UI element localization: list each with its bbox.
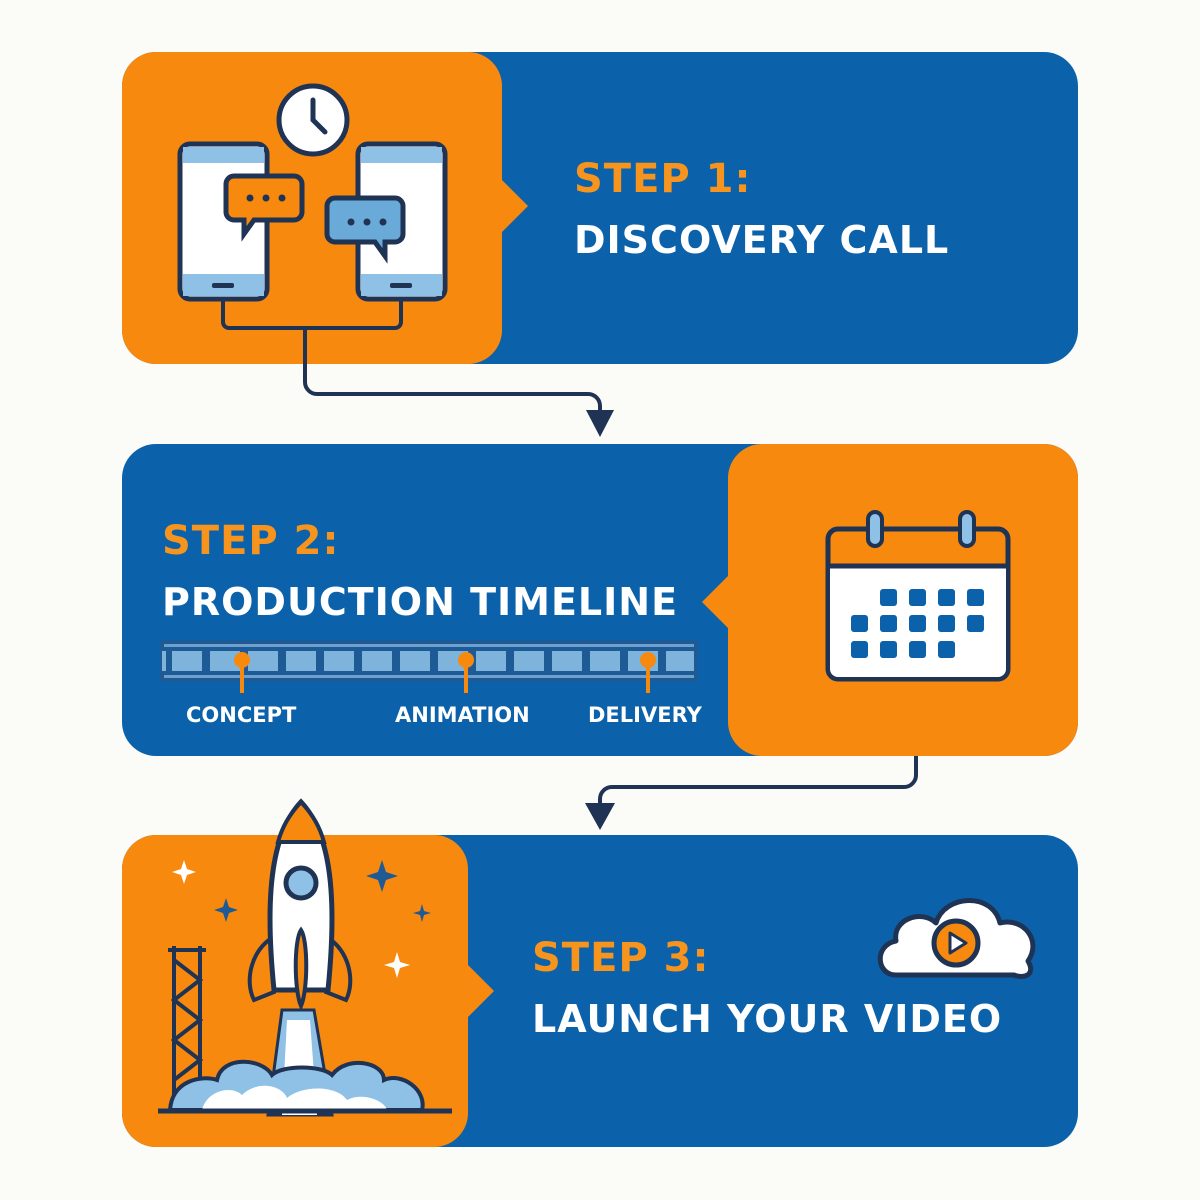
- step-2-title: PRODUCTION TIMELINE: [162, 580, 679, 624]
- step-2-pointer: [702, 574, 730, 630]
- step-3-card: STEP 3: LAUNCH YOUR VIDEO: [122, 798, 1078, 1147]
- step-2-card: STEP 2: PRODUCTION TIMELINE CONCEPT ANIM…: [122, 444, 1078, 756]
- step-1-title: DISCOVERY CALL: [574, 218, 950, 262]
- calendar-icon: [825, 510, 1011, 682]
- step-1-pointer: [500, 178, 528, 234]
- filmstrip-timeline: [160, 640, 698, 693]
- phones-chat-clock-icon: [177, 83, 448, 364]
- cloud-play-icon: [877, 898, 1036, 979]
- step-3-title: LAUNCH YOUR VIDEO: [532, 997, 1003, 1041]
- milestone-delivery: DELIVERY: [588, 703, 702, 727]
- step-3-pointer: [466, 963, 494, 1019]
- step-1-card: STEP 1: DISCOVERY CALL: [122, 52, 1078, 364]
- step-1-number: STEP 1:: [574, 156, 752, 202]
- milestone-concept: CONCEPT: [186, 703, 297, 727]
- rocket-launch-icon: [158, 798, 452, 1117]
- milestone-animation: ANIMATION: [395, 703, 530, 727]
- step-3-number: STEP 3:: [532, 935, 710, 981]
- step-2-number: STEP 2:: [162, 518, 340, 564]
